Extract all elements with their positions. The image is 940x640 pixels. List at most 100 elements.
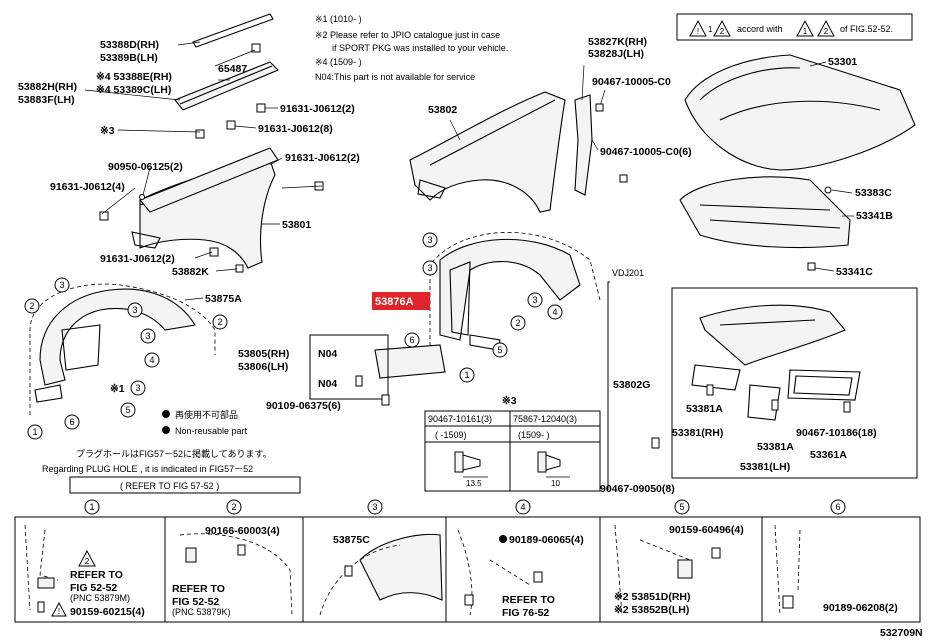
detail5-sketch <box>614 524 691 616</box>
detail1-part: 90159-60215(4) <box>70 606 145 618</box>
legend: 再使用不可部品 Non-reusable part <box>162 409 248 436</box>
svg-text:2: 2 <box>85 557 90 566</box>
svg-text:3: 3 <box>135 383 140 393</box>
non-reusable-dot-icon <box>499 535 507 543</box>
screw-icon <box>237 544 246 556</box>
note-mark-3: ※3 <box>100 125 115 137</box>
part-53802: 53802 <box>428 104 457 116</box>
part-53388E: ※4 53388E(RH) <box>96 71 172 83</box>
bolt-icon <box>381 394 390 406</box>
triangle-number-1: 1 <box>708 25 713 34</box>
liner-dash-outline <box>429 232 601 360</box>
bracket-53827K <box>574 94 593 196</box>
leader-53301 <box>809 61 827 67</box>
leader-53875A <box>184 297 204 301</box>
warning-triangle-icon: 2 <box>78 549 96 567</box>
legend-reuse-en: Non-reusable part <box>175 426 248 436</box>
part-53827K: 53827K(RH) <box>588 36 647 48</box>
warning-triangle-icon: 2 <box>817 19 835 37</box>
clip-col1: 90467-10161(3) <box>428 414 492 424</box>
svg-text:!: ! <box>58 607 60 616</box>
svg-text:3: 3 <box>132 305 137 315</box>
part-53801: 53801 <box>282 219 311 231</box>
svg-text:2: 2 <box>824 27 829 36</box>
detail4-sketch <box>457 529 531 616</box>
note-sport-b: if SPORT PKG was installed to your vehic… <box>332 43 508 53</box>
non-reusable-dot-icon <box>162 426 170 434</box>
screw-icon <box>37 601 45 613</box>
part-53388D: 53388D(RH) <box>100 39 159 51</box>
part-90467-d: 90467-09050(8) <box>600 483 675 495</box>
detail-number-circle: 1 2 3 4 5 6 <box>84 499 846 515</box>
leader-53802 <box>449 119 461 141</box>
note-n04: N04:This part is not available for servi… <box>315 72 475 82</box>
molding-strip-53388D <box>192 13 274 48</box>
clip-icon <box>355 375 363 387</box>
detail1-refer: REFER TO <box>70 569 123 581</box>
svg-text:5: 5 <box>125 405 130 415</box>
part-53381LH: 53381(LH) <box>740 461 790 473</box>
svg-text:2: 2 <box>515 318 520 328</box>
callout-circle: 3 2 3 2 3 4 3 5 6 1 <box>24 277 228 440</box>
svg-text:6: 6 <box>409 335 414 345</box>
figure-code: 532709N <box>880 627 923 639</box>
svg-text:1: 1 <box>89 502 94 512</box>
fender-liner-53875A <box>34 288 196 403</box>
note-1010: ※1 (1010- ) <box>315 14 362 24</box>
screw-icon <box>711 547 721 559</box>
part-90467-c: 90467-10186(18) <box>796 427 877 439</box>
part-n04-b: N04 <box>318 378 337 390</box>
part-53381A-2: 53381A <box>757 441 794 453</box>
callout-circle: 3 3 3 4 2 6 5 1 <box>404 232 563 383</box>
part-90467-b: 90467-10005-C0(6) <box>600 146 692 158</box>
detail2-fig: FIG 52-52 <box>172 596 219 608</box>
cover-53361A <box>787 369 861 401</box>
svg-text:2: 2 <box>720 27 725 36</box>
leader-53383C <box>831 189 853 194</box>
bracket-53805 <box>374 344 446 379</box>
part-53883F: 53883F(LH) <box>18 94 75 106</box>
leader-53827K <box>581 64 585 101</box>
legend-reuse-jp: 再使用不可部品 <box>175 409 238 420</box>
clip-icon <box>843 401 851 413</box>
fender-liner-53876A <box>439 238 581 351</box>
bolt-icon <box>651 437 660 449</box>
clip-range2: (1509- ) <box>518 430 550 440</box>
detail2-sketch <box>179 533 293 616</box>
clip-icon <box>771 399 779 411</box>
vdj-label: VDJ201 <box>612 268 644 278</box>
part-53876A[interactable]: 53876A <box>375 296 414 308</box>
svg-text:5: 5 <box>497 345 502 355</box>
svg-text:5: 5 <box>679 502 684 512</box>
part-91631-e: 91631-J0612(2) <box>100 253 175 265</box>
clip-icon <box>595 103 604 112</box>
part-53875A: 53875A <box>205 293 242 305</box>
part-91631-c: 91631-J0612(2) <box>285 152 360 164</box>
plug-hole-ref-box <box>69 476 301 494</box>
bracket-icon <box>185 547 197 563</box>
svg-text:4: 4 <box>552 307 557 317</box>
molding-strip-53388E <box>174 61 279 111</box>
seal-53381RH <box>691 364 741 391</box>
clip-col2: 75867-12040(3) <box>513 414 577 424</box>
plug-hole-ref: ( REFER TO FIG 57-52 ) <box>120 481 219 491</box>
detail3-liner <box>359 533 443 601</box>
detail1-pnc: (PNC 53879M) <box>70 593 130 603</box>
clip-table-mark: ※3 <box>502 395 517 407</box>
screw-icon <box>464 594 474 606</box>
under-cover-53802G <box>699 304 846 366</box>
part-53361A: 53361A <box>810 449 847 461</box>
part-53802G: 53802G <box>613 379 650 391</box>
highlighted-part-label[interactable]: 53876A <box>372 292 430 310</box>
part-53882H: 53882H(RH) <box>18 81 77 93</box>
plug-hole-jp: プラグホールはFIG57－52に掲載してあります。 <box>76 448 272 459</box>
clip-icon <box>824 186 832 194</box>
part-53389C: ※4 53389C(LH) <box>96 84 171 96</box>
clip-dim2: 10 <box>551 479 560 488</box>
note-sport-a: ※2 Please refer to JPIO catalogue just i… <box>315 30 500 40</box>
part-53882K: 53882K <box>172 266 209 278</box>
bracket-icon <box>37 577 55 589</box>
warning-triangle-icon: 1 <box>796 19 814 37</box>
svg-text:3: 3 <box>532 295 537 305</box>
